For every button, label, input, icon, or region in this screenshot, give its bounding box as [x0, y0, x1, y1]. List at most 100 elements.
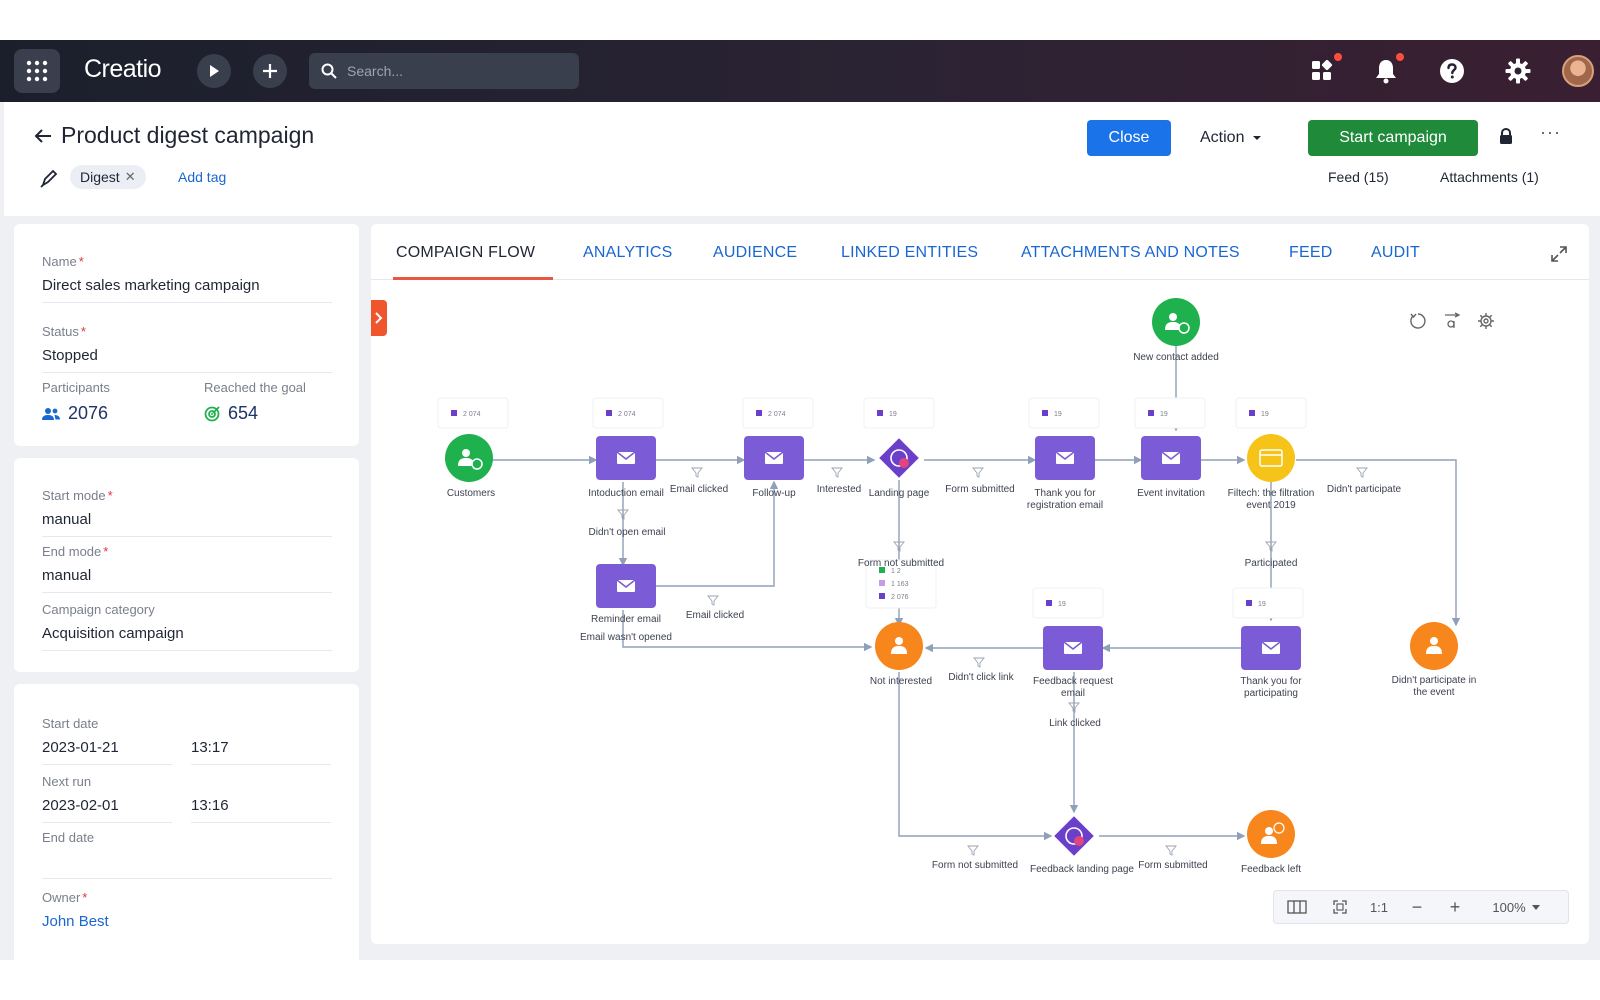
next-run-field[interactable]: Next run 2023-02-01: [42, 774, 119, 814]
owner-field[interactable]: Owner* John Best: [42, 890, 109, 930]
back-arrow-icon[interactable]: [34, 128, 52, 144]
node-new-contact[interactable]: [1152, 298, 1200, 346]
attachments-link[interactable]: Attachments (1): [1440, 169, 1539, 185]
help-icon[interactable]: [1438, 57, 1466, 85]
search-input[interactable]: [347, 63, 547, 79]
end-date-label: End date: [42, 830, 95, 845]
fit-to-screen-icon[interactable]: [1320, 900, 1360, 914]
side-panel-toggle[interactable]: [371, 300, 387, 336]
counter-customers: 2 074: [463, 411, 481, 418]
undo-icon[interactable]: [1409, 312, 1427, 330]
zoom-toolbar: 1:1 − + 100%: [1273, 890, 1569, 924]
tab-bar: COMPAIGN FLOW ANALYTICS AUDIENCE LINKED …: [371, 224, 1589, 280]
node-feedback-left[interactable]: [1247, 810, 1295, 858]
tab-feed[interactable]: FEED: [1289, 244, 1333, 261]
goal-label: Reached the goal: [204, 380, 306, 395]
counter-fns-c: 2 076: [891, 594, 909, 601]
add-tag-link[interactable]: Add tag: [178, 169, 227, 185]
people-icon: [42, 407, 60, 420]
label-reminder-email: Reminder email: [591, 614, 661, 625]
auto-layout-icon[interactable]: [1443, 312, 1461, 330]
canvas-settings-gear-icon[interactable]: [1477, 312, 1495, 330]
next-run-label: Next run: [42, 774, 92, 789]
next-run-time-field[interactable]: 13:16: [191, 774, 229, 814]
expand-icon[interactable]: [1551, 246, 1567, 262]
node-follow-up[interactable]: [744, 436, 804, 480]
cond-didnt-open: Didn't open email: [589, 527, 666, 538]
settings-gear-icon[interactable]: [1504, 57, 1532, 85]
start-date-label: Start date: [42, 716, 99, 731]
user-avatar[interactable]: [1562, 55, 1594, 87]
tab-attachments-and-notes[interactable]: ATTACHMENTS AND NOTES: [1021, 244, 1240, 261]
global-search[interactable]: [309, 53, 579, 89]
start-mode-field[interactable]: Start mode* manual: [42, 488, 113, 528]
start-campaign-button[interactable]: Start campaign: [1308, 120, 1478, 156]
tag-chip[interactable]: Digest ✕: [70, 165, 146, 189]
node-feedback-request-email[interactable]: [1043, 626, 1103, 670]
start-time-field[interactable]: 13:17: [191, 716, 229, 756]
app-window: Creatio Product digest campaign: [0, 40, 1600, 960]
label-feedback-left: Feedback left: [1241, 864, 1301, 875]
apps-menu-icon[interactable]: [14, 49, 60, 93]
top-bar: Creatio: [0, 40, 1600, 102]
node-thank-reg-email[interactable]: [1035, 436, 1095, 480]
node-event-invitation[interactable]: [1141, 436, 1201, 480]
node-landing-page[interactable]: [879, 438, 919, 478]
end-date-field[interactable]: End date: [42, 830, 94, 845]
node-customers[interactable]: [445, 434, 493, 482]
node-feedback-landing[interactable]: [1054, 816, 1094, 856]
minimap-toggle-icon[interactable]: [1274, 900, 1320, 914]
zoom-level-dropdown[interactable]: 100%: [1474, 900, 1558, 915]
label-filtech-2: event 2019: [1246, 500, 1296, 511]
cond-didnt-click: Didn't click link: [948, 672, 1014, 683]
label-follow-up: Follow-up: [752, 488, 796, 499]
name-field[interactable]: Name* Direct sales marketing campaign: [42, 254, 260, 294]
campaign-main-panel: COMPAIGN FLOW ANALYTICS AUDIENCE LINKED …: [371, 224, 1589, 944]
status-field[interactable]: Status* Stopped: [42, 324, 98, 364]
action-dropdown-button[interactable]: Action: [1200, 120, 1262, 156]
tab-audit[interactable]: AUDIT: [1371, 244, 1420, 261]
node-not-interested[interactable]: [875, 622, 923, 670]
play-icon: [210, 65, 219, 77]
tag-edit-pencil-icon[interactable]: [40, 168, 58, 188]
campaign-flow-canvas[interactable]: 2 074 2 074 2 074 19 19 19 19 19 19 1 2 …: [371, 280, 1589, 944]
add-new-button[interactable]: [253, 54, 287, 88]
zoom-out-icon[interactable]: −: [1411, 896, 1423, 917]
node-filtech-event[interactable]: [1247, 434, 1295, 482]
more-options-button[interactable]: ···: [1540, 122, 1561, 142]
node-intro-email[interactable]: [596, 436, 656, 480]
node-thank-part-email[interactable]: [1241, 626, 1301, 670]
notification-dot: [1334, 53, 1342, 61]
tag-label: Digest: [80, 169, 120, 185]
campaign-details-card: Name* Direct sales marketing campaign St…: [14, 224, 359, 446]
workplace-icon[interactable]: [1308, 53, 1342, 85]
end-mode-field[interactable]: End mode* manual: [42, 544, 109, 584]
label-landing-page: Landing page: [869, 488, 930, 499]
start-date-field[interactable]: Start date 2023-01-21: [42, 716, 119, 756]
counter-follow: 2 074: [768, 411, 786, 418]
tab-campaign-flow[interactable]: COMPAIGN FLOW: [396, 244, 536, 261]
run-process-button[interactable]: [197, 54, 231, 88]
node-didnt-participate[interactable]: [1410, 622, 1458, 670]
campaign-category-field[interactable]: Campaign category Acquisition campaign: [42, 602, 184, 642]
node-reminder-email[interactable]: [596, 564, 656, 608]
notification-dot: [1396, 53, 1404, 61]
lock-icon[interactable]: [1499, 128, 1513, 145]
tab-linked-entities[interactable]: LINKED ENTITIES: [841, 244, 979, 261]
actual-size-button[interactable]: 1:1: [1369, 899, 1389, 915]
notifications-bell-icon[interactable]: [1372, 53, 1404, 85]
caret-down-icon: [1253, 136, 1262, 140]
start-date-value: 2023-01-21: [42, 739, 119, 756]
tab-audience[interactable]: AUDIENCE: [713, 244, 798, 261]
zoom-level-value: 100%: [1492, 899, 1526, 915]
owner-link[interactable]: John Best: [42, 913, 109, 930]
label-new-contact: New contact added: [1133, 352, 1219, 363]
page-title: Product digest campaign: [61, 122, 315, 148]
zoom-in-icon[interactable]: +: [1449, 896, 1461, 917]
active-tab-indicator: [393, 277, 553, 280]
tab-analytics[interactable]: ANALYTICS: [583, 244, 673, 261]
close-button[interactable]: Close: [1087, 120, 1171, 156]
cond-participated: Participated: [1245, 558, 1298, 569]
remove-tag-icon[interactable]: ✕: [124, 169, 136, 184]
feed-link[interactable]: Feed (15): [1328, 169, 1389, 185]
